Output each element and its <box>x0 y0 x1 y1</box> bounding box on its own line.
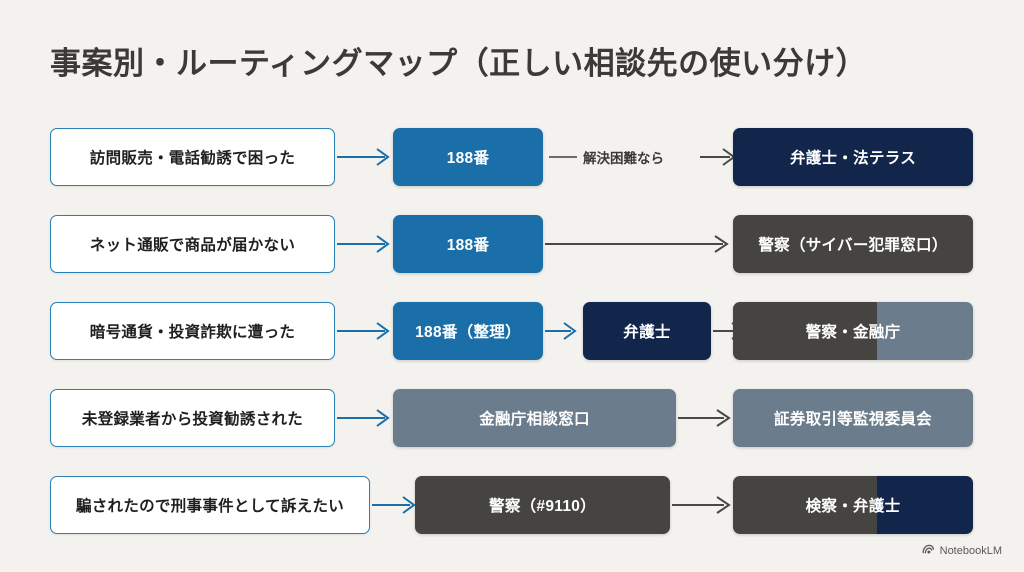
flow-step1-box[interactable]: 警察（#9110） <box>415 476 670 534</box>
flow-source-box[interactable]: 暗号通貨・投資詐欺に遭った <box>50 302 335 360</box>
arrow-gray-right-icon <box>678 389 738 447</box>
arrow-blue-right-icon <box>337 128 395 186</box>
flow-step2-box[interactable]: 検察・弁護士 <box>733 476 973 534</box>
flow-row-3: 暗号通貨・投資詐欺に遭った 188番（整理） 弁護士 警察・金融庁 <box>0 302 1024 360</box>
page-title: 事案別・ルーティングマップ（正しい相談先の使い分け） <box>50 46 868 81</box>
arrow-gray-right-icon <box>545 215 735 273</box>
flow-step1-box[interactable]: 188番 <box>393 215 543 273</box>
flow-step2-box[interactable]: 弁護士・法テラス <box>733 128 973 186</box>
flow-step2-box[interactable]: 弁護士 <box>583 302 711 360</box>
flow-source-box[interactable]: ネット通販で商品が届かない <box>50 215 335 273</box>
flow-step2-box[interactable]: 証券取引等監視委員会 <box>733 389 973 447</box>
flow-row-2: ネット通販で商品が届かない 188番 警察（サイバー犯罪窓口） <box>0 215 1024 273</box>
connector-line-icon <box>545 128 581 186</box>
notebooklm-brand-label: NotebookLM <box>939 545 1002 557</box>
flow-row-1: 訪問販売・電話勧誘で困った 188番 解決困難なら 弁護士・法テラス <box>0 128 1024 186</box>
flow-step3-box[interactable]: 警察・金融庁 <box>733 302 973 360</box>
arrow-gray-right-icon <box>672 476 738 534</box>
flow-source-box[interactable]: 騙されたので刑事事件として訴えたい <box>50 476 370 534</box>
flow-row-5: 騙されたので刑事事件として訴えたい 警察（#9110） 検察・弁護士 <box>0 476 1024 534</box>
notebooklm-brand: NotebookLM <box>922 543 1002 559</box>
flow-link-label: 解決困難なら <box>583 151 664 166</box>
arrow-blue-right-icon <box>545 302 581 360</box>
arrow-blue-right-icon <box>337 302 395 360</box>
flow-source-box[interactable]: 訪問販売・電話勧誘で困った <box>50 128 335 186</box>
flow-source-box[interactable]: 未登録業者から投資勧誘された <box>50 389 335 447</box>
arrow-blue-right-icon <box>337 389 395 447</box>
flow-step1-box[interactable]: 188番（整理） <box>393 302 543 360</box>
flow-step1-box[interactable]: 188番 <box>393 128 543 186</box>
notebooklm-logo-icon <box>922 543 935 559</box>
flow-row-4: 未登録業者から投資勧誘された 金融庁相談窓口 証券取引等監視委員会 <box>0 389 1024 447</box>
flow-step1-box[interactable]: 金融庁相談窓口 <box>393 389 676 447</box>
flow-step2-box[interactable]: 警察（サイバー犯罪窓口） <box>733 215 973 273</box>
arrow-blue-right-icon <box>337 215 395 273</box>
